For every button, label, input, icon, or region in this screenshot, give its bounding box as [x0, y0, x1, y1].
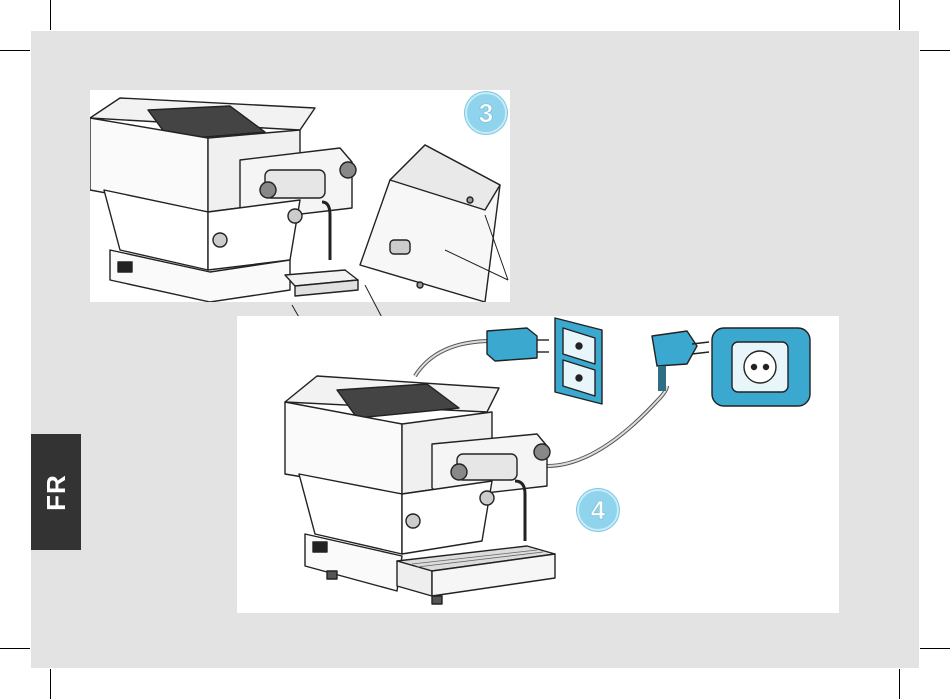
crop-mark [899, 669, 900, 699]
crop-mark [920, 648, 950, 649]
crop-mark [920, 50, 950, 51]
language-label: FR [40, 474, 71, 511]
machine-with-drip-tray-removal-icon [90, 90, 510, 302]
crop-mark [0, 50, 30, 51]
crop-mark [50, 0, 51, 30]
language-tab: FR [31, 434, 81, 550]
step-3-number: 3 [479, 98, 493, 129]
top-illustration-panel [90, 90, 510, 302]
bottom-illustration-panel [237, 316, 839, 613]
machine-power-connection-icon [237, 316, 839, 613]
crop-mark [50, 669, 51, 699]
step-4-number: 4 [591, 495, 605, 526]
step-4-badge: 4 [577, 489, 619, 531]
crop-mark [0, 648, 30, 649]
step-3-badge: 3 [465, 92, 507, 134]
crop-mark [899, 0, 900, 30]
